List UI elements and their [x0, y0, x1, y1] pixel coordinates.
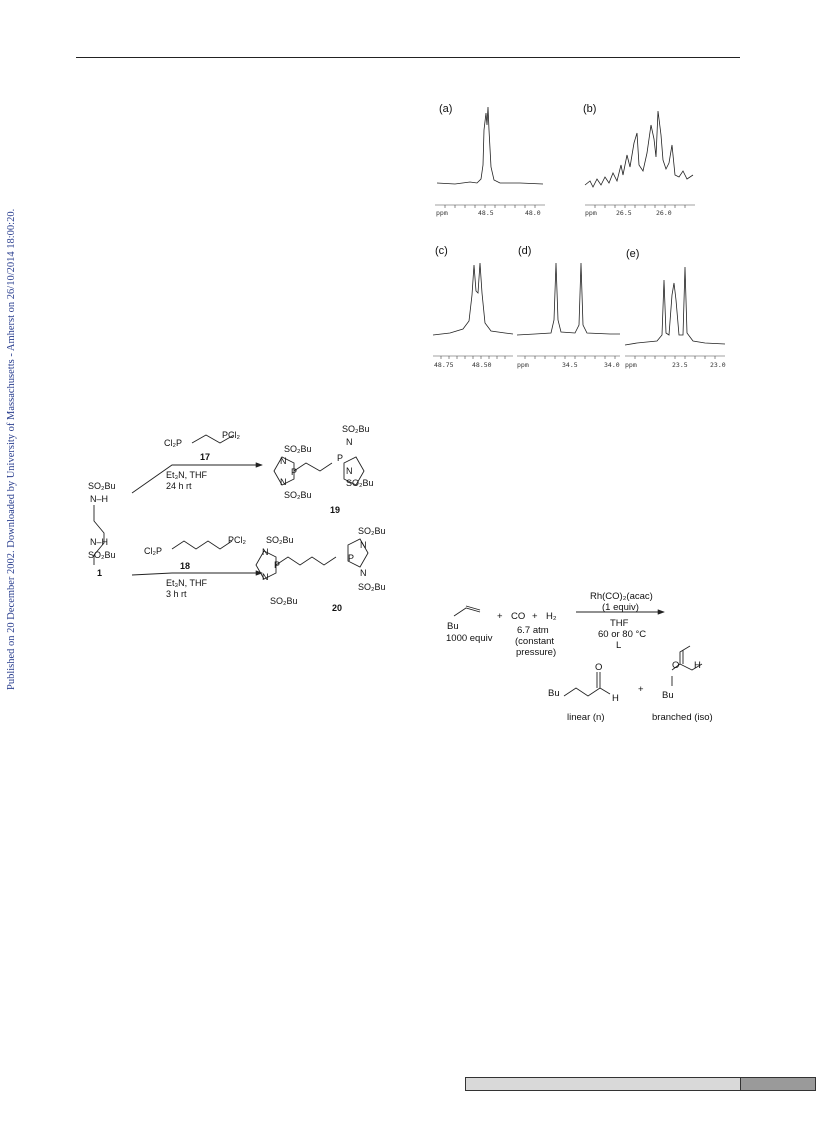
reagent-18-left: Cl₂P — [144, 546, 162, 556]
p19-p-1: P — [291, 467, 298, 477]
catalyst-label: Rh(CO)₂(acac) — [590, 591, 653, 602]
p20-so2bu-1: SO₂Bu — [266, 535, 294, 545]
spectrum-b-tick-2: 26.0 — [656, 209, 672, 217]
linear-bu: Bu — [548, 688, 560, 699]
spectrum-c-trace — [432, 262, 514, 336]
spectrum-d-tick-1: 34.5 — [562, 361, 578, 369]
plus-2: + — [532, 611, 538, 622]
sm-nh-top: N–H — [90, 494, 109, 504]
spectrum-b-trace — [584, 110, 694, 188]
p19-n-1: N — [280, 456, 287, 466]
p20-so2bu-3: SO₂Bu — [358, 526, 386, 536]
catalyst-equiv: (1 equiv) — [602, 602, 639, 613]
p20-n-3: N — [360, 540, 367, 550]
spectrum-e-label: (e) — [626, 248, 640, 260]
p20-p-2: P — [348, 553, 355, 563]
spectrum-e-trace — [624, 266, 726, 346]
linear-o: O — [595, 662, 603, 673]
alkene-bu: Bu — [447, 621, 459, 632]
spectrum-e-tick-1: 23.5 — [672, 361, 688, 369]
branched-bu: Bu — [662, 690, 674, 701]
compound-18-number: 18 — [180, 561, 191, 571]
compound-19-number: 19 — [330, 505, 341, 515]
alkene-equiv: 1000 equiv — [446, 633, 493, 644]
reagent-17-right: PCl₂ — [222, 430, 240, 440]
header-rule — [76, 57, 740, 58]
ligand-label: L — [616, 640, 622, 651]
pressure-line-3: pressure) — [516, 647, 557, 658]
spectrum-d-ppm: ppm — [517, 361, 529, 369]
download-watermark: Published on 20 December 2002. Downloade… — [6, 208, 17, 690]
spectrum-c-tick-2: 48.50 — [472, 361, 492, 369]
p19-n-2: N — [280, 477, 287, 487]
plus-1: + — [497, 611, 503, 622]
co-label: CO — [511, 611, 526, 622]
synthesis-scheme — [93, 434, 369, 580]
spectrum-a-ppm: ppm — [436, 209, 448, 217]
p19-n-4: N — [346, 466, 353, 476]
p19-so2bu-1: SO₂Bu — [284, 444, 312, 454]
compound-1-number: 1 — [97, 568, 103, 578]
condition-17-time: 24 h rt — [166, 481, 192, 491]
solvent-label: THF — [610, 618, 629, 629]
spectrum-a-tick-2: 48.0 — [525, 209, 541, 217]
spectrum-a-tick-1: 48.5 — [478, 209, 494, 217]
p19-so2bu-3: SO₂Bu — [342, 424, 370, 434]
footer-bar-end — [740, 1077, 816, 1091]
p19-n-3: N — [346, 437, 353, 447]
spectrum-d-tick-2: 34.0 — [604, 361, 620, 369]
spectrum-b-label: (b) — [583, 103, 597, 115]
p20-n-1: N — [262, 547, 269, 557]
condition-18-time: 3 h rt — [166, 589, 187, 599]
branched-h: H — [694, 660, 701, 671]
p20-p-1: P — [274, 560, 281, 570]
p19-p-2: P — [337, 453, 344, 463]
spectrum-e-tick-2: 23.0 — [710, 361, 726, 369]
plus-3: + — [638, 684, 644, 695]
branched-label: branched (iso) — [652, 712, 713, 723]
linear-label: linear (n) — [567, 712, 605, 723]
p19-so2bu-4: SO₂Bu — [346, 478, 374, 488]
pressure-line-2: (constant — [515, 636, 555, 647]
spectrum-a-trace — [436, 106, 544, 185]
branched-o: O — [672, 660, 680, 671]
temperature-label: 60 or 80 °C — [598, 629, 647, 640]
sm-so2bu-bottom: SO₂Bu — [88, 550, 116, 560]
sm-nh-bottom: N–H — [90, 537, 109, 547]
spectrum-a-label: (a) — [439, 103, 453, 115]
linear-h: H — [612, 693, 619, 704]
spectrum-e-ppm: ppm — [625, 361, 637, 369]
condition-17-reagents: Et₃N, THF — [166, 470, 208, 480]
nmr-spectra-figure — [432, 106, 726, 359]
spectrum-b-tick-1: 26.5 — [616, 209, 632, 217]
p19-so2bu-2: SO₂Bu — [284, 490, 312, 500]
spectrum-b-ppm: ppm — [585, 209, 597, 217]
reagent-18-right: PCl₂ — [228, 535, 246, 545]
pressure-line-1: 6.7 atm — [517, 625, 549, 636]
spectrum-d-label: (d) — [518, 245, 532, 257]
spectrum-c-tick-1: 48.75 — [434, 361, 454, 369]
p20-so2bu-4: SO₂Bu — [358, 582, 386, 592]
h2-label: H₂ — [546, 611, 557, 622]
p20-n-2: N — [262, 572, 269, 582]
compound-20-number: 20 — [332, 603, 343, 613]
spectrum-d-trace — [516, 262, 620, 336]
hydroformylation-scheme — [453, 605, 703, 697]
reagent-17-left: Cl₂P — [164, 438, 182, 448]
condition-18-reagents: Et₃N, THF — [166, 578, 208, 588]
spectrum-c-label: (c) — [435, 245, 448, 257]
p20-so2bu-2: SO₂Bu — [270, 596, 298, 606]
sm-so2bu-top: SO₂Bu — [88, 481, 116, 491]
compound-17-number: 17 — [200, 452, 211, 462]
p20-n-4: N — [360, 568, 367, 578]
